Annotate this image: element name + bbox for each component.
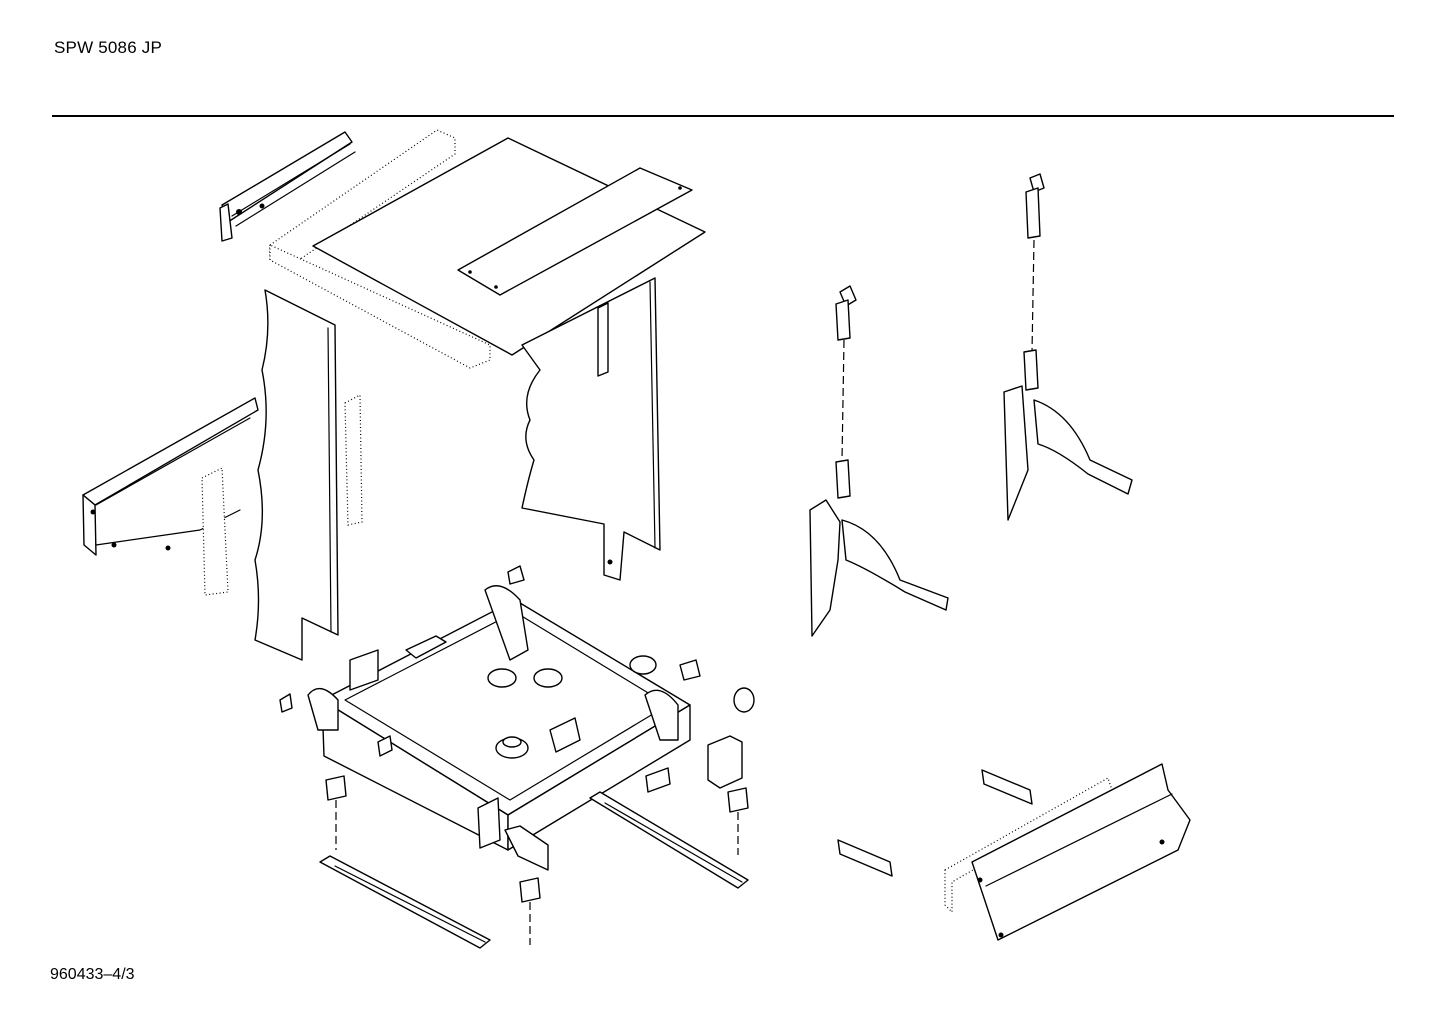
base-bracket-part <box>505 826 548 870</box>
kick-plate-part <box>838 764 1190 940</box>
door-hinge-left-part <box>810 286 948 636</box>
document-number: 960433–4/3 <box>50 966 135 983</box>
header-rule <box>52 115 1394 117</box>
base-frame-part <box>308 586 690 850</box>
top-rail-part <box>220 132 355 241</box>
left-rail-part <box>83 398 258 555</box>
side-wall-left-part <box>202 290 362 660</box>
door-hinge-right-part <box>1004 174 1132 520</box>
model-title: SPW 5086 JP <box>54 38 163 57</box>
base-accessories-part <box>280 566 754 792</box>
adjustable-feet-part <box>326 776 748 945</box>
worktop-panel-part <box>270 130 705 368</box>
side-wall-right-part <box>522 278 660 580</box>
foot-rail-part <box>320 792 748 948</box>
